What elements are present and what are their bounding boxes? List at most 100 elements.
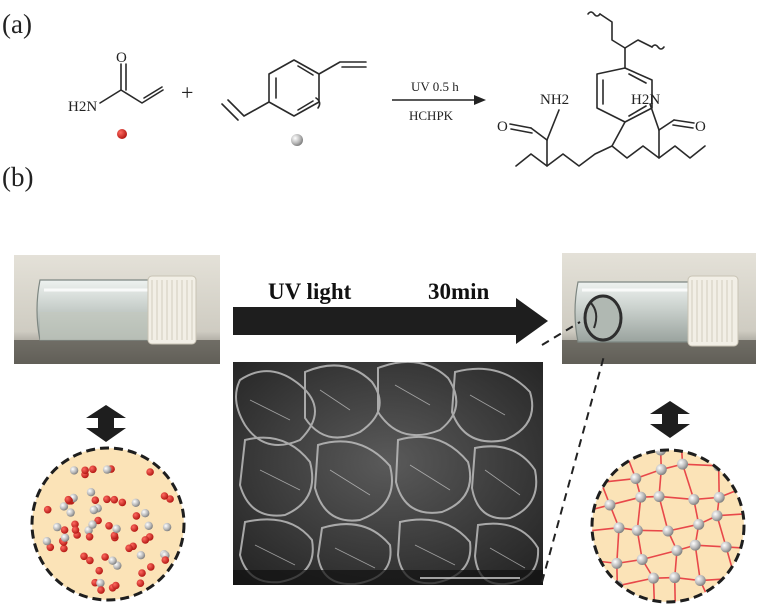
crosslink-node [736, 427, 747, 438]
crosslinked-network-circle [577, 427, 763, 616]
crosslinker-dot [108, 556, 117, 565]
monomer-dispersion-circle [30, 446, 186, 602]
monomer-dot [160, 492, 169, 500]
crosslink-node [688, 493, 700, 505]
monomer-dot [81, 466, 89, 475]
network-strand [616, 527, 620, 564]
crosslink-node [662, 525, 674, 537]
crosslink-node [670, 606, 681, 616]
network-strand [682, 463, 719, 467]
monomer-dot [43, 505, 52, 514]
network-strand [636, 497, 642, 531]
monomer-dot [141, 536, 150, 544]
crosslinker-dot [42, 537, 52, 546]
monomer-dot [80, 552, 88, 561]
crosslinker-dot [102, 465, 112, 474]
network-strand [673, 577, 677, 602]
network-strand [681, 435, 707, 444]
crosslink-node [711, 510, 723, 522]
vial-photo-after [562, 253, 756, 364]
sem-micrograph [233, 362, 543, 585]
monomer-dot [130, 524, 139, 532]
crosslinker-dot [88, 520, 97, 529]
network-strand [718, 465, 740, 469]
crosslinker-dot [69, 466, 79, 475]
crosslink-node [669, 572, 681, 584]
monomer-dot [94, 516, 102, 525]
network-strand [731, 578, 736, 597]
crosslink-node [635, 491, 647, 503]
network-strand [628, 609, 654, 612]
crosslinker-dot [60, 533, 70, 542]
monomer-dot [118, 498, 127, 507]
network-strand [594, 609, 628, 613]
crosslink-node [655, 464, 667, 476]
monomer-dot [86, 556, 94, 565]
monomer-dot [146, 468, 154, 476]
crosslinker-dot [89, 505, 99, 515]
reaction-condition-top: UV 0.5 h [411, 79, 459, 94]
double-headed-vertical-arrow-icon-left [86, 405, 126, 442]
crosslink-node [619, 450, 631, 455]
crosslinker-dot [141, 509, 150, 518]
reaction-condition-bottom: HCHPK [409, 108, 454, 123]
plus-sign: + [181, 80, 193, 105]
crosslink-node [689, 539, 701, 551]
monomer-dot [89, 465, 97, 474]
crosslink-node [649, 606, 660, 616]
monomer-dot [161, 556, 170, 564]
network-strand [675, 605, 711, 612]
crosslink-node [702, 429, 713, 440]
monomer-dot [60, 544, 68, 553]
zoom-dashed-lines [541, 321, 605, 583]
duration-label: 30min [428, 279, 490, 304]
monomer-dot [71, 526, 80, 534]
crosslink-node [753, 589, 763, 600]
crosslink-node [647, 572, 659, 584]
network-strand [658, 495, 694, 501]
network-strand [592, 526, 620, 533]
crosslinker-dot [131, 498, 140, 507]
crosslink-node [613, 522, 625, 534]
network-strand [708, 432, 742, 434]
monomer-dot [101, 553, 109, 561]
product-oxygen-right: O [695, 119, 706, 135]
divinylbenzene-structure [221, 59, 367, 146]
network-strand [652, 578, 656, 602]
monomer-dot [85, 533, 94, 541]
network-strand [578, 450, 583, 479]
network-strand [596, 585, 618, 595]
network-strand [738, 467, 742, 489]
network-strand [603, 450, 625, 451]
network-strand [752, 513, 757, 548]
product-oxygen-left: O [497, 119, 508, 135]
network-strand [592, 450, 604, 452]
acrylamide-structure: O H2N [68, 50, 164, 139]
monomer-dot [64, 495, 73, 504]
crosslinker-dot [66, 508, 75, 517]
network-strand [641, 549, 678, 561]
crosslink-node [577, 474, 588, 485]
crosslinker-dot-legend [291, 134, 303, 146]
crosslink-node [677, 458, 689, 470]
crosslinker-dot [112, 524, 121, 533]
monomer-dot [95, 566, 103, 575]
monomer-dot [46, 543, 55, 552]
crosslinker-dot [136, 551, 146, 560]
monomer-dot [132, 512, 141, 520]
vial-photo-before [14, 255, 220, 364]
monomer-dot [91, 496, 100, 505]
network-strand [694, 545, 702, 581]
network-strand [600, 450, 605, 483]
monomer-dot [103, 495, 111, 504]
crosslink-node [733, 462, 744, 474]
crosslink-node [729, 572, 741, 584]
crosslinker-dot [53, 522, 62, 532]
network-strand [738, 450, 743, 468]
acrylamide-oxygen: O [116, 50, 127, 66]
crosslink-node [705, 599, 717, 602]
monomer-dot [105, 522, 113, 530]
crosslink-node [727, 591, 739, 602]
network-strand [734, 569, 744, 580]
